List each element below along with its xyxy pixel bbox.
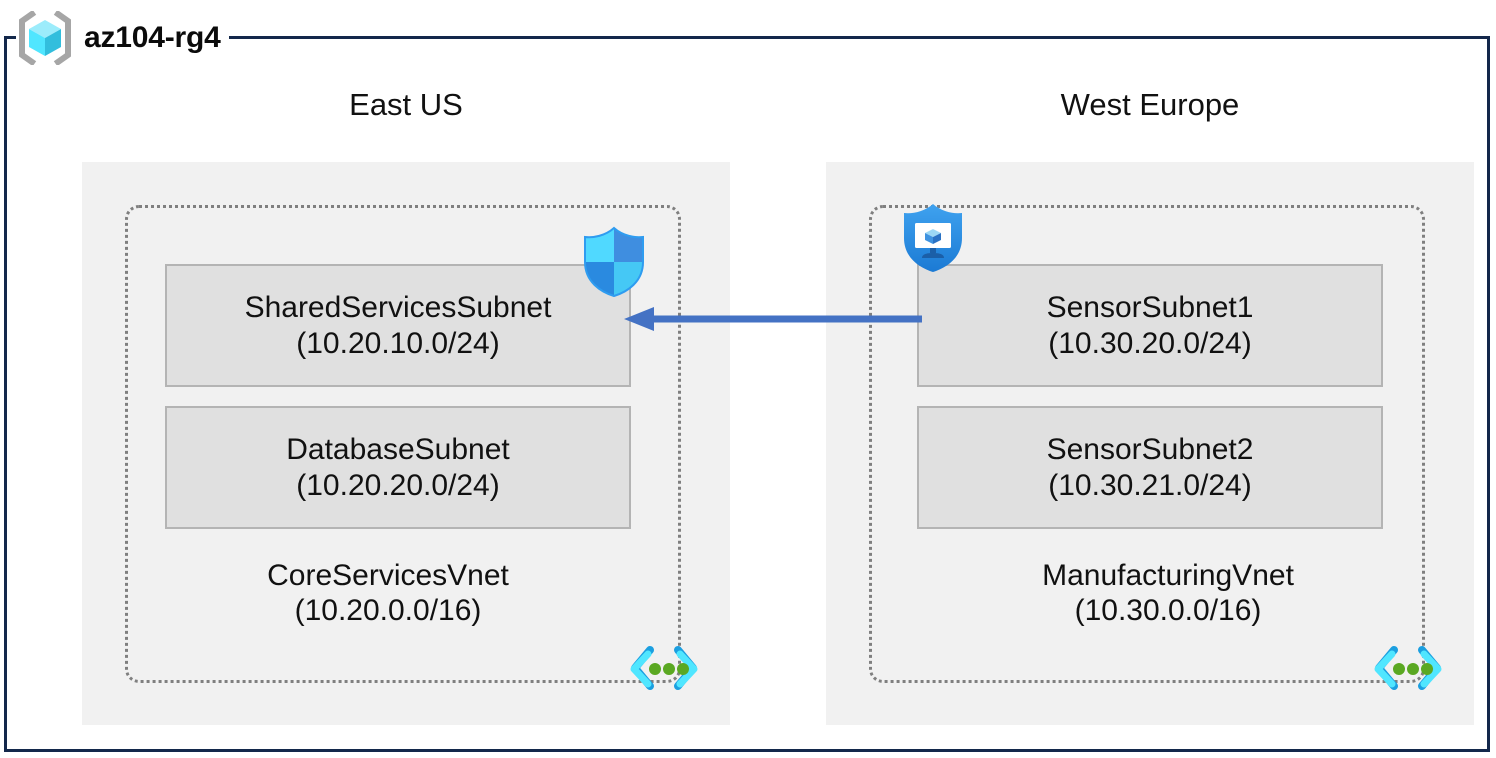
subnet-sensorsubnet1[interactable]: SensorSubnet1 (10.30.20.0/24): [917, 264, 1383, 387]
vnet-manufacturingvnet[interactable]: SensorSubnet1 (10.30.20.0/24) SensorSubn…: [869, 204, 1442, 690]
vnet-caption-manufacturingvnet: ManufacturingVnet (10.30.0.0/16): [908, 558, 1428, 629]
vnet-cidr: (10.30.0.0/16): [1074, 594, 1262, 628]
subnet-name: DatabaseSubnet: [286, 433, 510, 467]
region-east-us: East US: [82, 87, 730, 134]
subnet-cidr: (10.30.20.0/24): [1048, 326, 1252, 360]
vnet-coreservicesvnet[interactable]: SharedServicesSubnet (10.20.10.0/24) Dat…: [125, 205, 698, 690]
region-west-europe: West Europe: [826, 87, 1474, 134]
region-label-west-europe: West Europe: [1060, 87, 1240, 122]
vnet-peering-arrow: [622, 300, 922, 343]
vnet-name: ManufacturingVnet: [1042, 559, 1294, 592]
region-body-east-us: SharedServicesSubnet (10.20.10.0/24) Dat…: [82, 162, 730, 725]
subnet-cidr: (10.20.10.0/24): [296, 326, 500, 360]
resource-group-header: az104-rg4: [16, 9, 229, 67]
vnet-name: CoreServicesVnet: [267, 559, 509, 592]
subnet-sensorsubnet2[interactable]: SensorSubnet2 (10.30.21.0/24): [917, 406, 1383, 529]
subnet-name: SensorSubnet1: [1046, 291, 1254, 325]
subnet-cidr: (10.20.20.0/24): [296, 468, 500, 502]
resource-group-cube-icon: [16, 9, 74, 67]
region-body-west-europe: SensorSubnet1 (10.30.20.0/24) SensorSubn…: [826, 162, 1474, 725]
subnet-cidr: (10.30.21.0/24): [1048, 468, 1252, 502]
resource-group-name: az104-rg4: [84, 21, 221, 54]
network-security-group-shield-icon: [581, 226, 647, 303]
subnet-databasesubnet[interactable]: DatabaseSubnet (10.20.20.0/24): [165, 406, 631, 529]
virtual-network-icon: [628, 644, 700, 697]
vnet-cidr: (10.20.0.0/16): [294, 594, 482, 628]
region-label-east-us: East US: [349, 87, 463, 122]
subnet-sharedservicessubnet[interactable]: SharedServicesSubnet (10.20.10.0/24): [165, 264, 631, 387]
subnet-name: SensorSubnet2: [1046, 433, 1254, 467]
vnet-caption-coreservicesvnet: CoreServicesVnet (10.20.0.0/16): [128, 558, 648, 629]
virtual-machine-shield-icon: [900, 201, 966, 280]
virtual-network-icon: [1372, 644, 1444, 697]
subnet-name: SharedServicesSubnet: [244, 291, 552, 325]
